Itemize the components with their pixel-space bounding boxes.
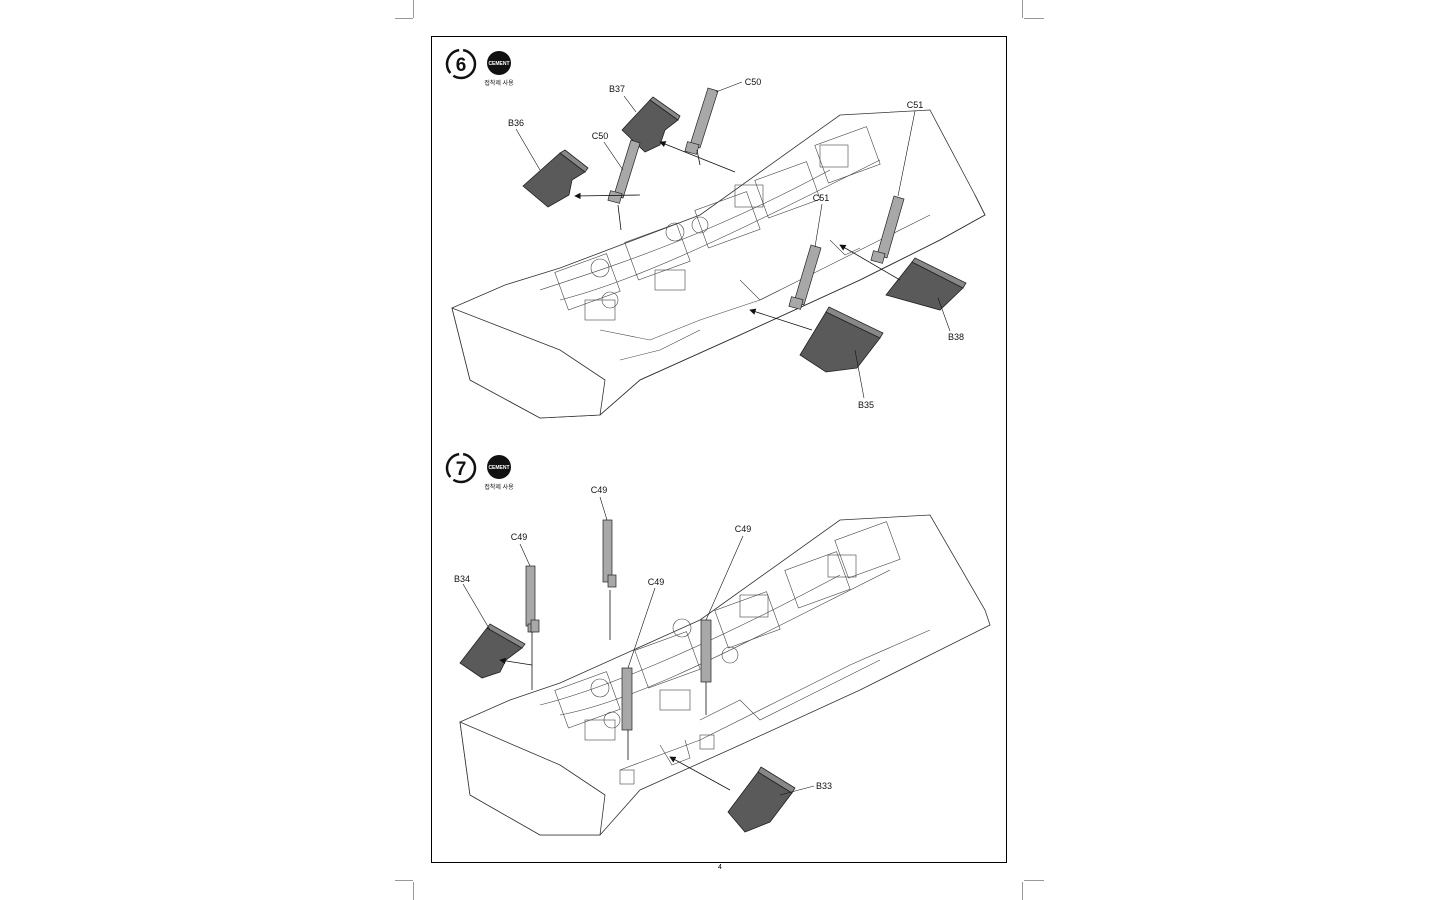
step-7: 7 CEMENT 접착제 사용 (445, 452, 991, 836)
part-B35 (799, 306, 884, 373)
cement-badge-label: CEMENT (488, 61, 509, 67)
damper-C49-d (700, 619, 712, 683)
crop-mark (413, 882, 414, 900)
callouts-step-6: B37 C50 C50 B36 C51 C51 B38 B35 (508, 77, 964, 410)
damper-C51-left (788, 244, 822, 310)
damper-C51-right (870, 195, 905, 264)
step-6-number-badge: 6 (445, 48, 477, 80)
callouts-step-7: C49 C49 C49 C49 B34 B33 (454, 485, 832, 796)
crop-mark (1024, 880, 1044, 881)
part-B33 (727, 766, 796, 833)
cement-icon: CEMENT 접착제 사용 (484, 51, 514, 87)
damper-C49-b (602, 519, 617, 588)
damper-C50-left (607, 139, 641, 204)
assembly-arrows-step-7 (499, 590, 731, 791)
part-B37 (621, 96, 681, 153)
instruction-sheet-border (431, 36, 1007, 863)
damper-C50-right (684, 87, 719, 155)
label-C50-left: C50 (592, 131, 609, 141)
label-C51-right: C51 (907, 100, 924, 110)
label-C50-right: C50 (745, 77, 762, 87)
label-C49-d: C49 (735, 524, 752, 534)
label-B33: B33 (816, 781, 832, 791)
step-6: 6 CEMENT 접착제 사용 (445, 48, 986, 419)
damper-C49-a (525, 565, 540, 633)
cement-caption: 접착제 사용 (484, 79, 514, 87)
page-number: 4 (718, 864, 722, 871)
step-7-number: 7 (456, 459, 467, 480)
cement-caption: 접착제 사용 (484, 483, 514, 491)
label-B37: B37 (609, 84, 625, 94)
label-B38: B38 (948, 332, 964, 342)
crop-mark (395, 18, 413, 19)
crop-mark (1022, 0, 1023, 18)
hull-step-7 (459, 514, 991, 836)
assembly-arrows-step-6 (574, 141, 901, 331)
label-C49-c: C49 (648, 577, 665, 587)
damper-C49-c (621, 667, 633, 731)
crop-mark (1024, 18, 1044, 19)
part-B36 (522, 149, 589, 208)
crop-mark (395, 880, 413, 881)
step-6-number: 6 (456, 55, 467, 76)
label-B35: B35 (858, 400, 874, 410)
label-C49-a: C49 (511, 532, 528, 542)
hull-step-6 (451, 109, 986, 419)
part-B38 (885, 257, 967, 311)
crop-mark (1022, 882, 1023, 900)
cement-badge-label: CEMENT (488, 465, 509, 471)
label-B36: B36 (508, 118, 524, 128)
step-7-number-badge: 7 (445, 452, 477, 484)
cement-icon: CEMENT 접착제 사용 (484, 455, 514, 491)
crop-mark (413, 0, 414, 18)
part-B34 (459, 623, 526, 679)
label-B34: B34 (454, 574, 470, 584)
label-C49-b: C49 (591, 485, 608, 495)
label-C51-left: C51 (813, 193, 830, 203)
